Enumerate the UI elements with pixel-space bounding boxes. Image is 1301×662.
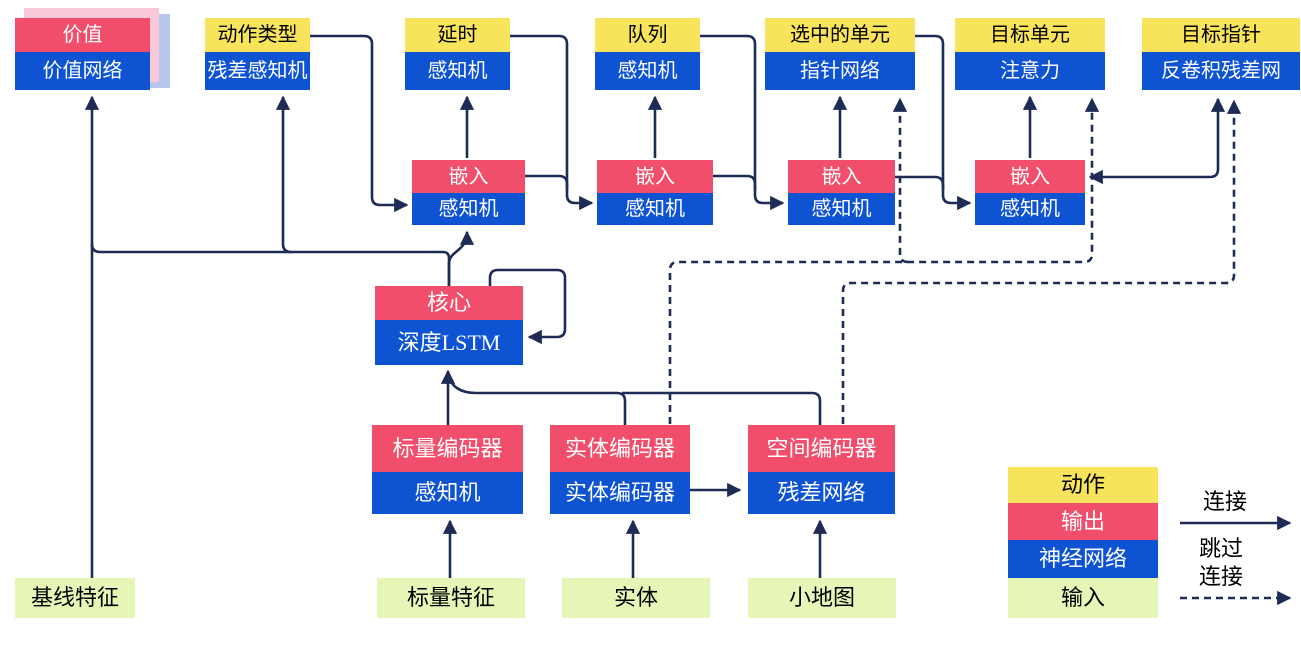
box-scalar-encoder-network-label: 感知机 [372,472,523,514]
box-embed-2-label: 嵌入 [597,160,713,193]
box-spatial-encoder: 空间编码器 残差网络 [748,425,895,514]
legend-dashed-arrow-label-line2: 连接 [1198,563,1243,589]
box-embed-2-network-label: 感知机 [597,193,713,225]
legend-dashed-arrow-label-line1: 跳过 [1198,536,1243,561]
box-core-label: 核心 [375,286,523,320]
box-embed-3-network-label: 感知机 [788,193,895,225]
wire-core-to-actiontype [275,95,292,254]
legend-swatch-output: 输出 [1008,503,1158,540]
box-target-unit-action-label: 目标单元 [955,18,1105,52]
wire-embed2-to-embed3 [713,174,785,211]
box-delay: 延时 感知机 [405,18,510,90]
box-target-point-network-label: 反卷积残差网 [1142,52,1300,90]
box-entity-encoder: 实体编码器 实体编码器 [550,425,690,514]
box-entity-encoder-network-label: 实体编码器 [550,472,690,514]
box-spatial-encoder-label: 空间编码器 [748,425,895,472]
wire-spatialenc-to-core [622,391,822,425]
box-core-network-label: 深度LSTM [375,320,523,365]
box-spatial-encoder-network-label: 残差网络 [748,472,895,514]
wire-entityenc-to-core [447,373,627,425]
box-delay-network-label: 感知机 [405,52,510,90]
skip-entityenc-to-attention [668,97,1100,424]
box-value-network-label: 价值网络 [15,52,150,90]
box-embed-1-network-label: 感知机 [412,193,525,225]
legend-color-key: 动作 输出 神经网络 输入 [1008,467,1158,618]
box-embed-1: 嵌入 感知机 [412,160,525,225]
wire-core-selfloop [488,268,567,345]
box-embed-4: 嵌入 感知机 [975,160,1085,225]
box-scalar-encoder-label: 标量编码器 [372,425,523,472]
box-queue-action-label: 队列 [595,18,700,52]
wire-queue-out [700,34,757,190]
box-value: 价值 价值网络 [15,18,150,90]
wire-selected-out [915,34,945,190]
wire-embed1-to-embed2 [525,174,594,211]
legend-swatch-action: 动作 [1008,467,1158,503]
box-target-point: 目标指针 反卷积残差网 [1142,18,1300,90]
box-selected-units-network-label: 指针网络 [765,52,915,90]
input-scalar-features: 标量特征 [377,578,525,618]
input-entities: 实体 [562,578,710,618]
wire-delay-out [510,34,569,190]
input-baseline-features: 基线特征 [15,578,135,618]
box-embed-1-label: 嵌入 [412,160,525,193]
box-queue: 队列 感知机 [595,18,700,90]
box-core: 核心 深度LSTM [375,286,523,365]
skip-spatialenc-to-deconv [841,99,1242,424]
box-embed-4-label: 嵌入 [975,160,1085,193]
box-target-point-action-label: 目标指针 [1142,18,1300,52]
box-embed-3-label: 嵌入 [788,160,895,193]
skip-branch-to-pointernet [892,97,909,264]
box-action-type: 动作类型 残差感知机 [205,18,310,90]
box-action-type-network-label: 残差感知机 [205,52,310,90]
wire-embed4-targetpoint-link [1088,97,1226,185]
box-scalar-encoder: 标量编码器 感知机 [372,425,523,514]
wire-core-to-embed1 [447,230,475,286]
box-delay-action-label: 延时 [405,18,510,52]
box-selected-units-action-label: 选中的单元 [765,18,915,52]
box-selected-units: 选中的单元 指针网络 [765,18,915,90]
input-minimap: 小地图 [748,578,896,618]
box-embed-3: 嵌入 感知机 [788,160,895,225]
box-embed-2: 嵌入 感知机 [597,160,713,225]
box-action-type-action-label: 动作类型 [205,18,310,52]
wire-core-branch-left [90,243,451,286]
box-value-output-label: 价值 [15,18,150,52]
box-queue-network-label: 感知机 [595,52,700,90]
wire-actiontype-to-embed1 [310,34,409,213]
wire-embed3-to-embed4 [895,175,972,211]
box-embed-4-network-label: 感知机 [975,193,1085,225]
box-target-unit-network-label: 注意力 [955,52,1105,90]
legend-swatch-input: 输入 [1008,578,1158,618]
box-target-unit: 目标单元 注意力 [955,18,1105,90]
legend-dashed-arrow-label: 跳过 连接 [1176,535,1266,590]
legend-solid-arrow-label: 连接 [1202,489,1247,514]
legend-swatch-network: 神经网络 [1008,540,1158,578]
box-entity-encoder-label: 实体编码器 [550,425,690,472]
